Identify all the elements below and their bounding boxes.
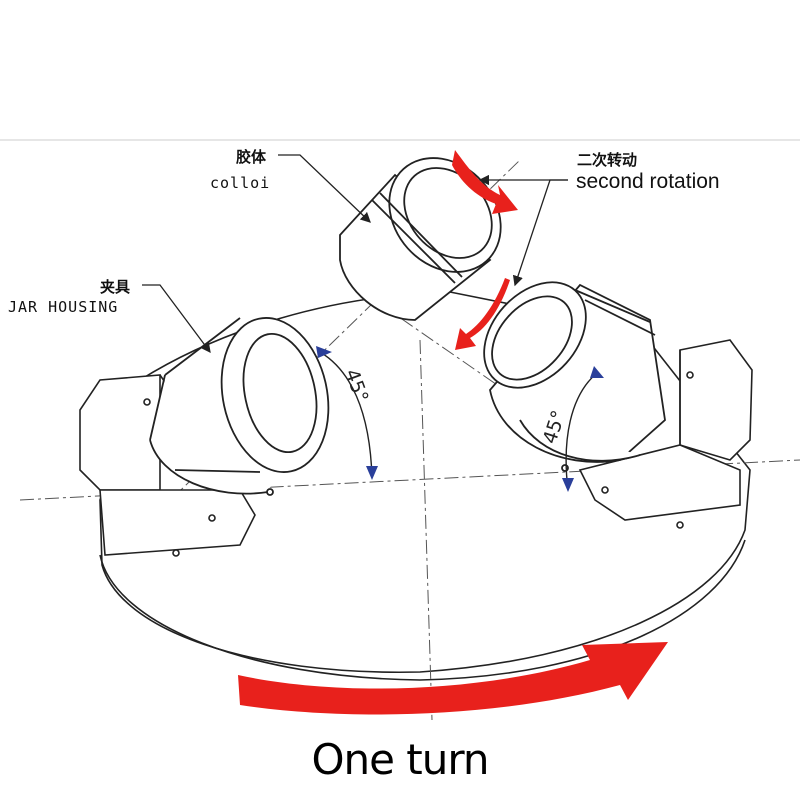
jar-housing-label-en: JAR HOUSING bbox=[8, 298, 119, 316]
leader-lines bbox=[142, 154, 568, 354]
second-rotation-arrow-top bbox=[452, 150, 518, 214]
angle-arc-right bbox=[562, 366, 604, 492]
jar-housing-label-cn: 夹具 bbox=[100, 278, 131, 296]
second-rotation-label-en: second rotation bbox=[576, 170, 720, 193]
colloid-jar bbox=[339, 157, 502, 321]
angle-arc-left bbox=[316, 346, 378, 480]
right-jar bbox=[483, 281, 666, 472]
one-turn-arrow bbox=[238, 642, 668, 715]
colloid-label-en: colloi bbox=[210, 174, 271, 192]
left-jar-housing bbox=[149, 317, 330, 496]
colloid-label-cn: 胶体 bbox=[236, 148, 267, 166]
second-rotation-label-cn: 二次转动 bbox=[577, 151, 638, 169]
second-rotation-arrow-bottom bbox=[455, 278, 510, 350]
caption-one-turn: One turn bbox=[311, 735, 489, 784]
right-mount-block bbox=[578, 339, 753, 529]
